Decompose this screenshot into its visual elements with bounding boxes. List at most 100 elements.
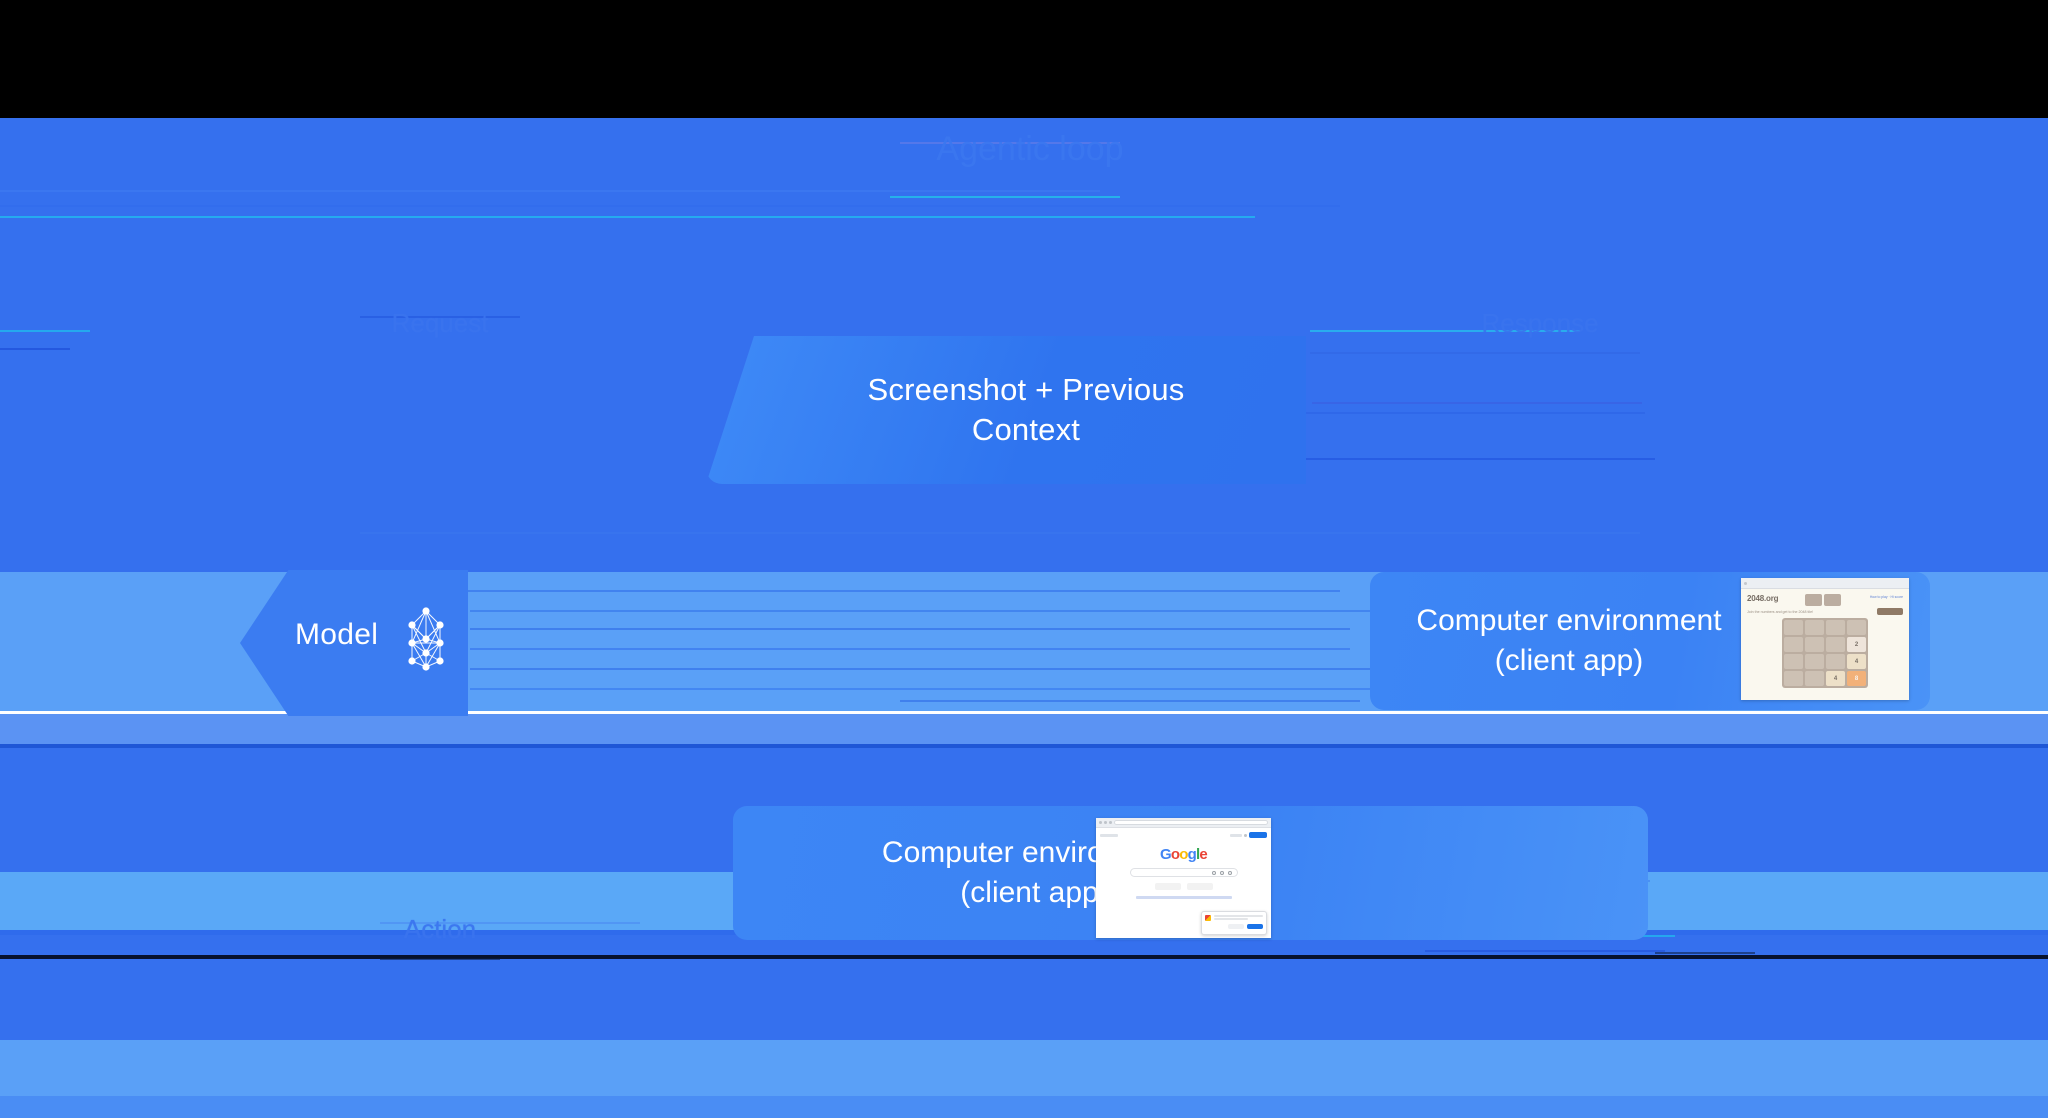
tile-2: 2: [1847, 637, 1866, 652]
new-game-button[interactable]: [1877, 608, 1903, 615]
env-left-line-2: (client app): [960, 876, 1109, 909]
tile-empty: [1784, 620, 1803, 635]
glitch-streak: [1425, 950, 1665, 952]
env-right-line-2: (client app): [1494, 644, 1644, 677]
thumbnail-google-page[interactable]: Google: [1096, 818, 1271, 938]
glitch-streak: [470, 610, 1370, 612]
tile-empty: [1805, 637, 1824, 652]
best-box: [1823, 594, 1841, 606]
score-box: [1804, 594, 1822, 606]
glitch-streak: [0, 205, 1340, 207]
popup-text: [1214, 915, 1263, 921]
glitch-streak: [890, 196, 1120, 198]
top-letterbox: [0, 0, 2048, 118]
sign-in-button[interactable]: [1249, 832, 1267, 838]
logo-letter: G: [1160, 846, 1172, 863]
glitch-streak: [0, 330, 90, 332]
microphone-icon[interactable]: [1211, 870, 1216, 875]
tile-empty: [1805, 620, 1824, 635]
google-logo: Google: [1096, 847, 1271, 862]
glitch-streak: [470, 628, 1350, 630]
logo-letter: o: [1170, 846, 1180, 863]
address-bar[interactable]: [1114, 820, 1268, 825]
glitch-streak: [380, 922, 640, 924]
glitch-streak: [900, 142, 1120, 144]
logo-letter: o: [1179, 846, 1188, 863]
no-thanks-button[interactable]: [1228, 924, 1244, 930]
context-line-2: Context: [971, 412, 1081, 447]
signin-popup[interactable]: [1201, 911, 1267, 935]
game-2048-page: 2048.org How to play · Hi score Join the…: [1741, 589, 1909, 700]
edge-label-top-right: Response: [1481, 308, 1599, 338]
glitch-streak: [0, 216, 1255, 218]
browser-chrome-bar: [1741, 578, 1909, 589]
tile-empty: [1805, 654, 1824, 669]
game-2048-title: 2048.org: [1747, 594, 1779, 603]
gmail-images-links[interactable]: [1230, 833, 1242, 837]
game-2048-subtitle: Join the numbers and get to the 2048 til…: [1747, 609, 1814, 614]
google-topbar: [1096, 832, 1271, 838]
white-hairline-1: [0, 711, 2048, 714]
glitch-streak: [900, 700, 1360, 702]
search-icon[interactable]: [1227, 870, 1232, 875]
browser-dot-icon: [1744, 581, 1747, 585]
model-label: Model: [295, 618, 379, 651]
tile-empty: [1805, 671, 1824, 686]
logo-letter: l: [1196, 846, 1200, 863]
edge-label-bottom-left: Action: [403, 914, 477, 944]
tile-empty: [1826, 620, 1845, 635]
glitch-streak: [470, 688, 1370, 690]
screenshot-context-node[interactable]: Screenshot + Previous Context: [706, 336, 1306, 484]
glitch-streak: [470, 668, 1370, 670]
popup-actions: [1205, 924, 1263, 930]
game-2048-scores: [1804, 594, 1841, 606]
forward-arrow-icon[interactable]: [1104, 821, 1107, 824]
google-homepage: Google: [1096, 828, 1271, 938]
tile-empty: [1826, 654, 1845, 669]
tile-8: 8: [1847, 671, 1866, 686]
tile-empty: [1784, 671, 1803, 686]
bottom-cap-band: [0, 1096, 2048, 1118]
logo-letter: e: [1199, 846, 1207, 863]
search-input[interactable]: [1129, 868, 1238, 877]
promo-text: [1135, 896, 1232, 899]
browser-chrome-bar: [1096, 818, 1271, 828]
glitch-streak: [360, 532, 1640, 534]
game-2048-header: 2048.org How to play · Hi score: [1747, 594, 1903, 606]
glitch-streak: [360, 316, 520, 318]
glitch-streak: [1655, 952, 1755, 954]
glitch-streak: [1310, 352, 1640, 354]
camera-icon[interactable]: [1219, 870, 1224, 875]
popup-signin-button[interactable]: [1247, 924, 1263, 930]
edge-label-top-left: Request: [391, 308, 489, 338]
account-icon: [1205, 915, 1211, 921]
google-buttons: [1096, 883, 1271, 890]
game-2048-links[interactable]: How to play · Hi score: [1869, 595, 1903, 599]
feeling-lucky-button[interactable]: [1186, 883, 1213, 890]
tile-4: 4: [1847, 654, 1866, 669]
popup-line: [1214, 918, 1249, 920]
apps-grid-icon[interactable]: [1244, 833, 1247, 837]
context-line-1: Screenshot + Previous: [867, 371, 1185, 407]
tile-empty: [1826, 637, 1845, 652]
env-right-line-1: Computer environment: [1416, 604, 1722, 638]
back-arrow-icon[interactable]: [1099, 821, 1102, 824]
google-topbar-right: [1230, 832, 1267, 838]
light-band-1b: [0, 714, 2048, 744]
reload-icon[interactable]: [1109, 821, 1112, 824]
neural-network-icon: [400, 603, 452, 683]
about-store-links[interactable]: [1100, 833, 1118, 837]
popup-content: [1205, 915, 1263, 921]
glitch-streak: [440, 590, 1340, 592]
glitch-streak: [1310, 330, 1580, 332]
logo-letter: g: [1187, 846, 1197, 863]
glitch-streak: [0, 348, 70, 350]
glitch-streak: [470, 648, 1350, 650]
env-right-label: Computer environment (client app): [1370, 601, 1930, 680]
popup-line: [1214, 915, 1263, 917]
glitch-streak: [0, 190, 1100, 192]
thumbnail-2048-game[interactable]: 2048.org How to play · Hi score Join the…: [1741, 578, 1909, 700]
google-search-button[interactable]: [1154, 883, 1181, 890]
glitch-streak: [380, 958, 500, 960]
